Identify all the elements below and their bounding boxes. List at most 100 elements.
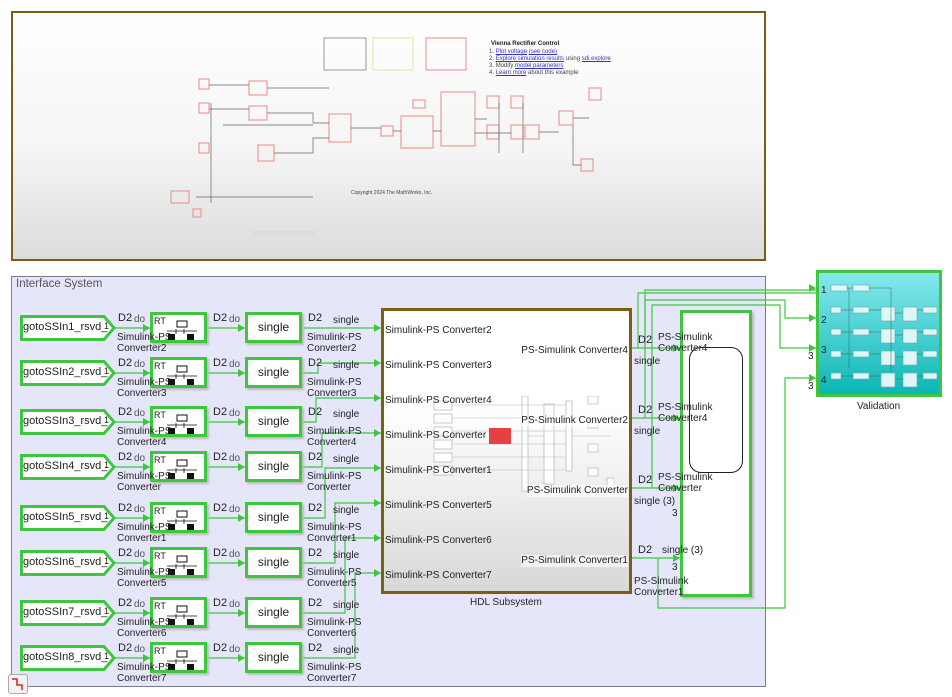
data-type-conversion-block[interactable]: single — [245, 502, 302, 533]
converter-name-line1: Simulink-PS — [117, 567, 172, 578]
signal-type-label: do — [229, 504, 241, 515]
cast-label: single — [257, 459, 290, 473]
converter-name-line2: Converter3 — [117, 388, 167, 399]
goto-tag-block[interactable]: gotoSSIn7_rsvd_1 — [20, 600, 116, 626]
signal-dim-label: D2 — [118, 547, 133, 559]
converter-name-line2: Converter3 — [307, 388, 357, 399]
interface-system-title: Interface System — [16, 278, 103, 290]
signal-dim-label: D2 — [213, 312, 228, 324]
goto-tag-block[interactable]: gotoSSIn2_rsvd_1 — [20, 360, 116, 386]
rt-label: RT — [154, 601, 166, 611]
goto-port-number: 1 — [104, 651, 110, 661]
converter-name-line2: Converter — [117, 482, 161, 493]
signal-dim-label: D2 — [308, 502, 323, 514]
goto-tag-block[interactable]: gotoSSIn6_rsvd_1 — [20, 550, 116, 576]
converter-name-line1: Simulink-PS — [307, 471, 362, 482]
validation-internal-diagram — [830, 284, 938, 388]
cast-label: single — [257, 414, 290, 428]
converter-name-line1: Simulink-PS — [307, 377, 362, 388]
signal-type-label: single — [333, 360, 360, 371]
goto-tag-block[interactable]: gotoSSIn8_rsvd_1 — [20, 645, 116, 671]
data-type-conversion-block[interactable]: single — [245, 406, 302, 437]
signal-dim-label: D2 — [213, 547, 228, 559]
converter-name-line1: Simulink-PS — [307, 567, 362, 578]
data-type-conversion-block[interactable]: single — [245, 451, 302, 482]
signal-dim-label: D2 — [118, 597, 133, 609]
converter-name-line1: Simulink-PS — [117, 332, 172, 343]
converter-name-line2: Converter5 — [117, 578, 167, 589]
signal-dim-label: D2 — [213, 502, 228, 514]
signal-width-label: 3 — [808, 351, 814, 362]
preview-link[interactable]: Plot voltage — [495, 49, 528, 55]
preview-link[interactable]: model parameters — [515, 63, 564, 69]
converter-name-line1: Simulink-PS — [117, 426, 172, 437]
signal-type-label: single — [333, 550, 360, 561]
cast-label: single — [257, 320, 290, 334]
rate-transition-block[interactable]: RT — [150, 312, 207, 343]
hdl-input-port-label: Simulink-PS Converter2 — [385, 325, 492, 336]
signal-dim-label: D2 — [118, 312, 133, 324]
data-type-conversion-block[interactable]: single — [245, 312, 302, 343]
output-converter-name-line2: Converter1 — [634, 587, 684, 598]
signal-dim-label: D2 — [118, 451, 133, 463]
rate-transition-block[interactable]: RT — [150, 357, 207, 388]
converter-name-line1: Simulink-PS — [307, 522, 362, 533]
preview-link[interactable]: (see code) — [528, 49, 558, 55]
hdl-input-port-label: Simulink-PS Converter7 — [385, 570, 492, 581]
goto-port-number: 1 — [104, 321, 110, 331]
sample-time-legend-button[interactable] — [8, 674, 28, 694]
goto-port-number: 1 — [104, 511, 110, 521]
rate-transition-icon — [167, 650, 197, 670]
data-type-conversion-block[interactable]: single — [245, 547, 302, 578]
data-type-conversion-block[interactable]: single — [245, 357, 302, 388]
output-converter-name-line2: Converter4 — [658, 413, 708, 424]
data-type-conversion-block[interactable]: single — [245, 642, 302, 673]
preview-steps-list: 1. Plot voltage (see code)2. Explore sim… — [489, 49, 611, 77]
preview-link[interactable]: Explore simulation results — [495, 56, 565, 62]
rt-label: RT — [154, 361, 166, 371]
signal-type-label: do — [229, 359, 241, 370]
signal-type-label: single — [333, 454, 360, 465]
signal-dim-label: D2 — [308, 547, 323, 559]
data-type-conversion-block[interactable]: single — [245, 597, 302, 628]
model-preview-area[interactable]: Vienna Rectifier Control 1. Plot voltage… — [11, 11, 766, 261]
signal-type-label: single — [333, 315, 360, 326]
rate-transition-block[interactable]: RT — [150, 642, 207, 673]
scope-subsystem-block[interactable] — [680, 310, 752, 597]
signal-type-label: do — [134, 359, 146, 370]
converter-name-line1: Simulink-PS — [307, 662, 362, 673]
goto-tag-block[interactable]: gotoSSIn1_rsvd_1 — [20, 315, 116, 341]
signal-dim-label: D2 — [638, 334, 653, 346]
copyright-text: Copyright 2024 The MathWorks, Inc. — [351, 190, 433, 196]
converter-name-line1: Simulink-PS — [117, 471, 172, 482]
rate-transition-icon — [167, 555, 197, 575]
rate-transition-icon — [167, 459, 197, 479]
hdl-input-port-label: Simulink-PS Converter3 — [385, 360, 492, 371]
converter-name-line2: Converter1 — [307, 533, 357, 544]
hdl-subsystem-name: HDL Subsystem — [470, 597, 542, 608]
converter-name-line1: Simulink-PS — [117, 662, 172, 673]
signal-type-label: single — [333, 505, 360, 516]
rate-transition-block[interactable]: RT — [150, 597, 207, 628]
signal-type-label: do — [229, 549, 241, 560]
goto-port-number: 1 — [104, 606, 110, 616]
signal-type-label: single — [634, 356, 661, 367]
rate-transition-icon — [167, 510, 197, 530]
rate-transition-icon — [167, 365, 197, 385]
hdl-input-port-label: Simulink-PS Converter — [385, 430, 487, 441]
rt-label: RT — [154, 455, 166, 465]
rate-transition-block[interactable]: RT — [150, 406, 207, 437]
converter-name-line2: Converter — [307, 482, 351, 493]
cast-label: single — [257, 365, 290, 379]
preview-link[interactable]: Learn more — [495, 70, 527, 76]
goto-tag-block[interactable]: gotoSSIn4_rsvd_1 — [20, 454, 116, 480]
goto-tag-block[interactable]: gotoSSIn3_rsvd_1 — [20, 409, 116, 435]
rate-transition-block[interactable]: RT — [150, 451, 207, 482]
signal-type-label: single — [333, 600, 360, 611]
rate-transition-block[interactable]: RT — [150, 502, 207, 533]
goto-tag-block[interactable]: gotoSSIn5_rsvd_1 — [20, 505, 116, 531]
preview-link[interactable]: sdi.explore — [581, 56, 611, 62]
rate-transition-block[interactable]: RT — [150, 547, 207, 578]
